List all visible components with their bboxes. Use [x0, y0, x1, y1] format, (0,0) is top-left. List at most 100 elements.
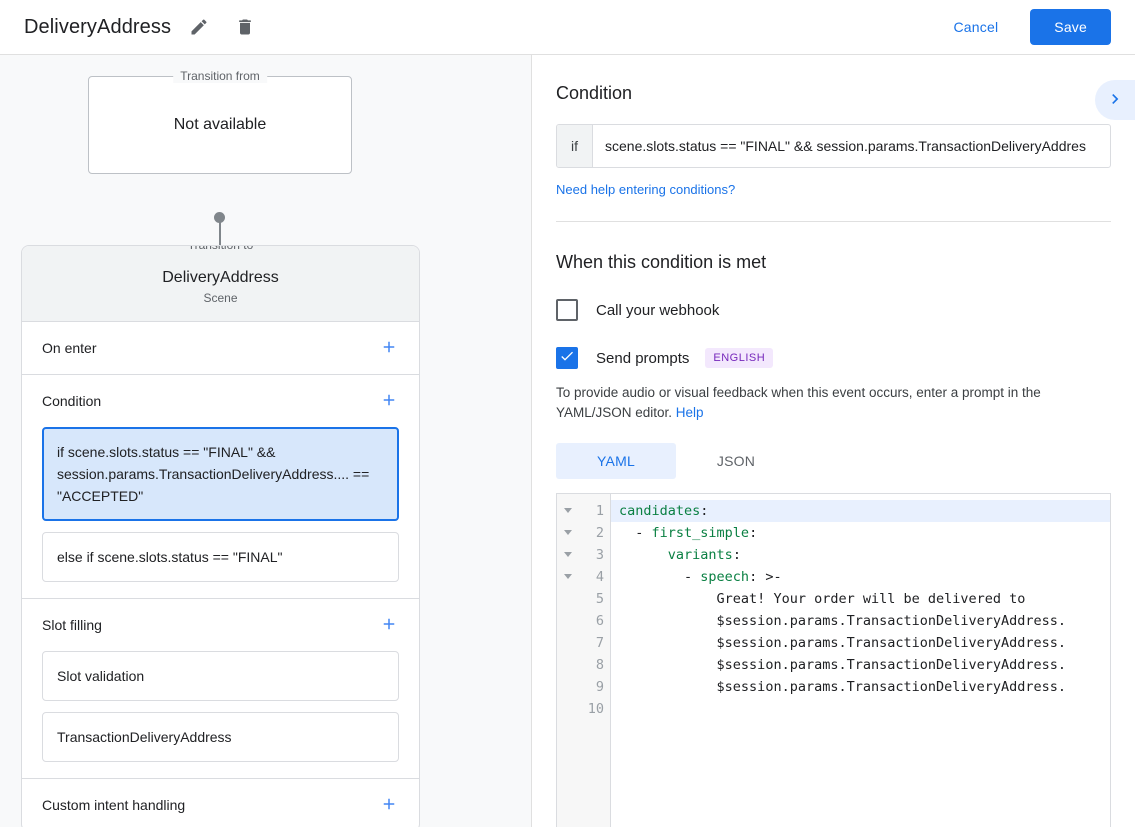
yaml-key: variants	[667, 547, 733, 563]
editor-line-numbers: 1 2 3 4 5 6 7 8 9 10	[579, 494, 611, 827]
arrow-dot-icon	[214, 212, 225, 223]
code-line[interactable]: candidates:	[611, 500, 1110, 522]
checkmark-icon	[559, 348, 575, 369]
condition-heading: Condition	[556, 83, 633, 103]
line-number: 10	[587, 701, 604, 717]
tab-json[interactable]: JSON	[676, 443, 796, 479]
add-custom-intent-button[interactable]	[377, 793, 401, 817]
add-slot-filling-button[interactable]	[377, 613, 401, 637]
section-title-slot-filling: Slot filling	[42, 617, 102, 633]
divider	[556, 221, 1111, 222]
section-condition: Condition if scene.slots.status == "FINA…	[22, 375, 419, 599]
trash-icon	[235, 17, 255, 37]
list-item[interactable]: if scene.slots.status == "FINAL" && sess…	[42, 427, 399, 521]
code-line[interactable]: $session.params.TransactionDeliveryAddre…	[716, 657, 1067, 673]
fold-toggle-icon[interactable]	[564, 544, 572, 566]
scene-type: Scene	[203, 291, 238, 305]
line-number: 9	[595, 679, 604, 695]
fold-toggle-icon[interactable]	[564, 500, 572, 522]
left-panel: Transition from Not available Transition…	[0, 55, 531, 827]
code-line[interactable]: $session.params.TransactionDeliveryAddre…	[716, 635, 1067, 651]
pencil-icon	[189, 17, 209, 37]
line-number: 3	[595, 547, 604, 563]
page-title: DeliveryAddress	[24, 15, 172, 38]
save-button[interactable]: Save	[1030, 9, 1111, 45]
line-number: 1	[595, 503, 604, 519]
list-item[interactable]: TransactionDeliveryAddress	[42, 712, 399, 762]
section-body-condition: if scene.slots.status == "FINAL" && sess…	[22, 427, 419, 598]
condition-field[interactable]: if	[556, 124, 1111, 168]
webhook-row: Call your webhook	[556, 299, 1111, 321]
condition-help-link[interactable]: Need help entering conditions?	[556, 182, 736, 197]
editor-format-tabs: YAML JSON	[556, 443, 1111, 479]
prompts-hint: To provide audio or visual feedback when…	[556, 383, 1111, 423]
code-editor[interactable]: 1 2 3 4 5 6 7 8 9 10 candidates: - first_simple: …	[556, 493, 1111, 827]
language-badge: ENGLISH	[705, 348, 774, 368]
section-on-enter: On enter	[22, 322, 419, 375]
section-title-custom-intent-handling: Custom intent handling	[42, 797, 186, 813]
section-custom-intent-handling: Custom intent handling	[22, 779, 419, 827]
condition-block: Condition if Need help entering conditio…	[532, 55, 1135, 827]
transition-from-value: Not available	[173, 116, 267, 133]
add-on-enter-button[interactable]	[377, 336, 401, 360]
line-number: 8	[595, 657, 604, 673]
fold-toggle-icon[interactable]	[564, 566, 572, 588]
add-condition-button[interactable]	[377, 389, 401, 413]
line-number: 4	[595, 569, 604, 585]
editor-fold-gutter[interactable]	[557, 494, 579, 827]
transition-to-legend: Transition to	[180, 246, 261, 252]
code-line[interactable]	[611, 698, 1110, 720]
plus-icon	[380, 795, 398, 816]
yaml-key: candidates	[619, 503, 701, 519]
edit-title-button[interactable]	[181, 9, 217, 45]
plus-icon	[380, 615, 398, 636]
top-app-bar: DeliveryAddress Cancel Save	[0, 0, 1135, 55]
code-line[interactable]: - speech: >-	[619, 569, 782, 585]
transition-from-card[interactable]: Transition from Not available	[88, 69, 352, 174]
code-line[interactable]: Great! Your order will be delivered to	[716, 591, 1026, 607]
yaml-key: speech	[700, 569, 750, 585]
transition-to-card: Transition to DeliveryAddress Scene On e…	[21, 245, 420, 827]
cancel-button[interactable]: Cancel	[938, 10, 1015, 44]
plus-icon	[380, 391, 398, 412]
section-header-condition[interactable]: Condition	[22, 375, 419, 427]
code-line[interactable]: variants:	[667, 547, 741, 563]
prompts-hint-text: To provide audio or visual feedback when…	[556, 385, 1041, 420]
list-item[interactable]: else if scene.slots.status == "FINAL"	[42, 532, 399, 582]
scene-card-header[interactable]: Transition to DeliveryAddress Scene	[22, 246, 419, 322]
line-number: 2	[595, 525, 604, 541]
line-number: 5	[595, 591, 604, 607]
delete-button[interactable]	[227, 9, 263, 45]
send-prompts-row: Send prompts ENGLISH	[556, 347, 1111, 369]
transition-from-legend: Transition from	[173, 69, 267, 83]
line-number: 6	[595, 613, 604, 629]
scene-name: DeliveryAddress	[162, 269, 279, 286]
when-condition-met-heading: When this condition is met	[556, 252, 767, 272]
list-item[interactable]: Slot validation	[42, 651, 399, 701]
if-prefix-label: if	[557, 125, 593, 167]
section-title-condition: Condition	[42, 393, 102, 409]
line-number: 7	[595, 635, 604, 651]
section-slot-filling: Slot filling Slot validation Transaction…	[22, 599, 419, 779]
section-header-on-enter[interactable]: On enter	[22, 322, 419, 374]
fold-toggle-icon[interactable]	[564, 522, 572, 544]
code-line[interactable]: - first_simple:	[619, 525, 758, 541]
code-line[interactable]: $session.params.TransactionDeliveryAddre…	[716, 613, 1067, 629]
chevron-right-icon	[1105, 89, 1125, 112]
prompts-help-link[interactable]: Help	[675, 405, 704, 420]
section-header-slot-filling[interactable]: Slot filling	[22, 599, 419, 651]
section-title-on-enter: On enter	[42, 340, 97, 356]
code-line[interactable]: $session.params.TransactionDeliveryAddre…	[716, 679, 1067, 695]
send-prompts-label: Send prompts	[596, 349, 690, 367]
condition-input[interactable]	[593, 125, 1110, 167]
section-header-custom-intent-handling[interactable]: Custom intent handling	[22, 779, 419, 827]
plus-icon	[380, 338, 398, 359]
expand-panel-button[interactable]	[1095, 80, 1135, 120]
right-panel: Condition if Need help entering conditio…	[531, 55, 1135, 827]
send-prompts-checkbox[interactable]	[556, 347, 578, 369]
call-webhook-checkbox[interactable]	[556, 299, 578, 321]
tab-yaml[interactable]: YAML	[556, 443, 676, 479]
call-webhook-label: Call your webhook	[596, 301, 720, 319]
editor-code-area[interactable]: candidates: - first_simple: variants: - …	[611, 494, 1110, 827]
section-body-slot-filling: Slot validation TransactionDeliveryAddre…	[22, 651, 419, 778]
